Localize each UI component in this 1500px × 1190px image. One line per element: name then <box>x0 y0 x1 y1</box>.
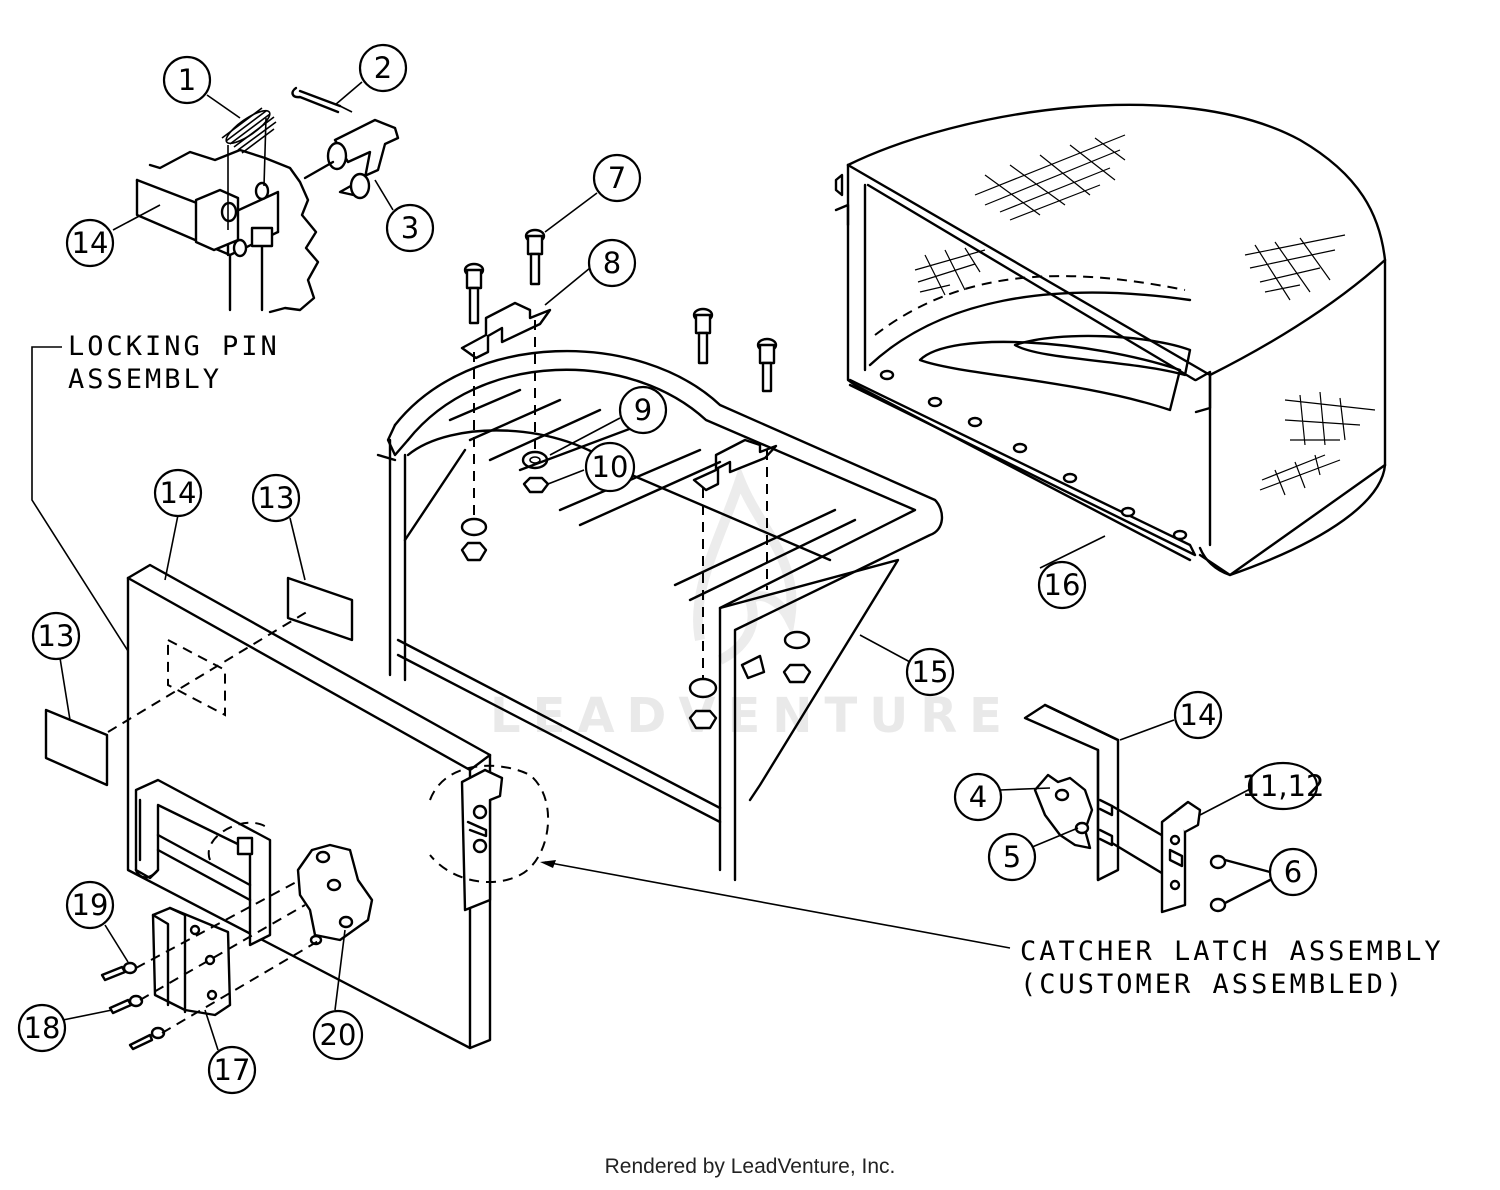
svg-text:20: 20 <box>320 1018 357 1052</box>
mesh-pattern <box>914 134 1376 496</box>
hardware-bolts <box>460 228 812 730</box>
callout-18: 18 <box>17 1003 67 1053</box>
svg-text:15: 15 <box>912 655 949 689</box>
callout-9: 9 <box>618 385 668 435</box>
svg-text:14: 14 <box>1180 698 1217 732</box>
catcher-latch-label-line2: (CUSTOMER ASSEMBLED) <box>1020 969 1405 1000</box>
svg-text:19: 19 <box>72 888 109 922</box>
callout-15: 15 <box>905 647 955 697</box>
svg-text:9: 9 <box>634 393 652 427</box>
svg-text:3: 3 <box>401 211 419 245</box>
svg-text:16: 16 <box>1044 568 1081 602</box>
callout-16: 16 <box>1037 560 1087 610</box>
svg-text:5: 5 <box>1003 840 1021 874</box>
spring-part <box>221 107 277 230</box>
callout-14-locking-pin: 14 <box>65 218 115 268</box>
decal-parts <box>44 576 354 787</box>
callout-8: 8 <box>587 238 637 288</box>
catcher-latch-label: CATCHER LATCH ASSEMBLY (CUSTOMER ASSEMBL… <box>540 860 1444 1000</box>
svg-text:13: 13 <box>38 619 75 653</box>
cotter-pin-part <box>291 86 353 114</box>
catcher-latch-label-line1: CATCHER LATCH ASSEMBLY <box>1020 936 1444 967</box>
svg-text:13: 13 <box>258 481 295 515</box>
callout-3: 3 <box>385 203 435 253</box>
svg-text:7: 7 <box>608 161 626 195</box>
callout-6: 6 <box>1268 847 1318 897</box>
watermark-text: LEADVENTURE <box>490 688 1014 744</box>
catcher-latch-detail <box>1023 703 1272 914</box>
latch-bracket-17 <box>100 879 321 1051</box>
locking-pin-label-line1: LOCKING PIN <box>68 331 280 362</box>
callout-5: 5 <box>987 832 1037 882</box>
callout-1: 1 <box>162 55 212 105</box>
l-pin-part <box>303 118 400 200</box>
svg-text:14: 14 <box>160 476 197 510</box>
locking-pin-label-line2: ASSEMBLY <box>68 364 222 395</box>
svg-text:4: 4 <box>969 780 987 814</box>
callout-14-latch: 14 <box>1173 690 1223 740</box>
callout-13-upper: 13 <box>251 473 301 523</box>
callout-14-panel: 14 <box>153 468 203 518</box>
callout-19: 19 <box>65 880 115 930</box>
svg-text:1: 1 <box>178 63 196 97</box>
callout-20: 20 <box>312 1009 364 1061</box>
svg-text:11,12: 11,12 <box>1241 769 1324 803</box>
svg-text:6: 6 <box>1284 855 1302 889</box>
svg-text:14: 14 <box>72 226 109 260</box>
watermark-flame-logo <box>693 465 797 665</box>
svg-text:2: 2 <box>374 51 392 85</box>
callout-2: 2 <box>358 43 408 93</box>
footer-credit: Rendered by LeadVenture, Inc. <box>604 1155 896 1178</box>
callout-4: 4 <box>953 772 1003 822</box>
svg-text:18: 18 <box>24 1011 61 1045</box>
callout-13-lower: 13 <box>31 611 81 661</box>
svg-text:17: 17 <box>214 1053 251 1087</box>
callout-17: 17 <box>207 1045 257 1095</box>
callout-7: 7 <box>592 153 642 203</box>
back-panel-part <box>126 563 550 1050</box>
svg-text:8: 8 <box>603 246 621 280</box>
leader-lines <box>59 81 1253 1051</box>
grass-bag-part <box>834 103 1387 577</box>
svg-text:10: 10 <box>592 450 629 484</box>
locking-pin-detail <box>135 86 400 314</box>
callout-10: 10 <box>584 441 636 493</box>
callout-11-12: 11,12 <box>1241 761 1325 811</box>
catcher-frame-part <box>376 349 944 882</box>
